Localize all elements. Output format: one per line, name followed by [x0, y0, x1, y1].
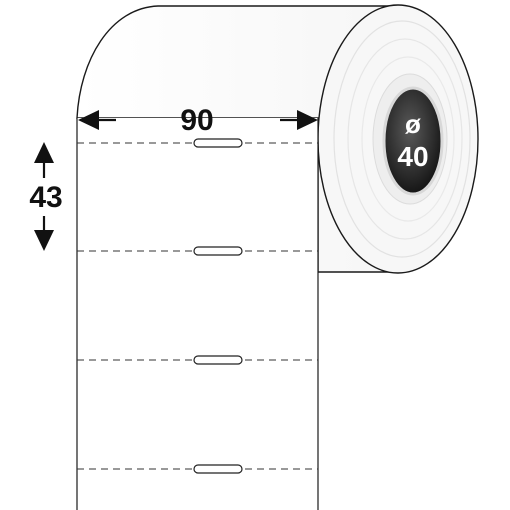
perforation-line	[77, 138, 318, 148]
label-strip	[76, 118, 319, 510]
arrow-right-icon	[280, 110, 318, 130]
core-diameter-symbol: ø	[405, 109, 421, 139]
perforation-line	[77, 355, 318, 365]
height-dimension: 43	[29, 142, 63, 251]
width-dimension: 90	[78, 104, 318, 137]
arrow-down-icon	[34, 216, 54, 251]
arrow-left-icon	[78, 110, 116, 130]
perforation-line	[77, 246, 318, 256]
arrow-up-icon	[34, 142, 54, 178]
core-diameter-value: 40	[397, 141, 428, 172]
width-label: 90	[180, 104, 213, 137]
roll-core: ø 40	[382, 86, 444, 196]
height-label: 43	[29, 181, 62, 214]
perforation-line	[77, 464, 318, 474]
